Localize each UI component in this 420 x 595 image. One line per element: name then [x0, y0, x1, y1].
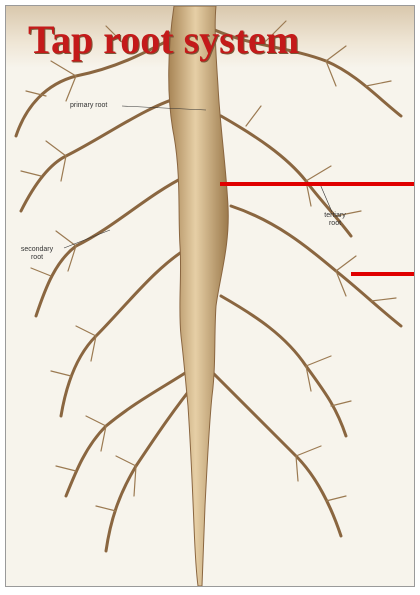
label-secondary-root: secondary root	[14, 246, 60, 262]
root-illustration	[6, 6, 414, 586]
diagram-frame: Tap root system primary root secondary r…	[5, 5, 415, 587]
pointer-lines	[220, 184, 414, 274]
taproot	[169, 6, 229, 586]
page-title: Tap root system	[28, 18, 299, 62]
label-primary-root: primary root	[70, 102, 107, 110]
label-tertiary-root: tertiary root	[318, 212, 352, 228]
